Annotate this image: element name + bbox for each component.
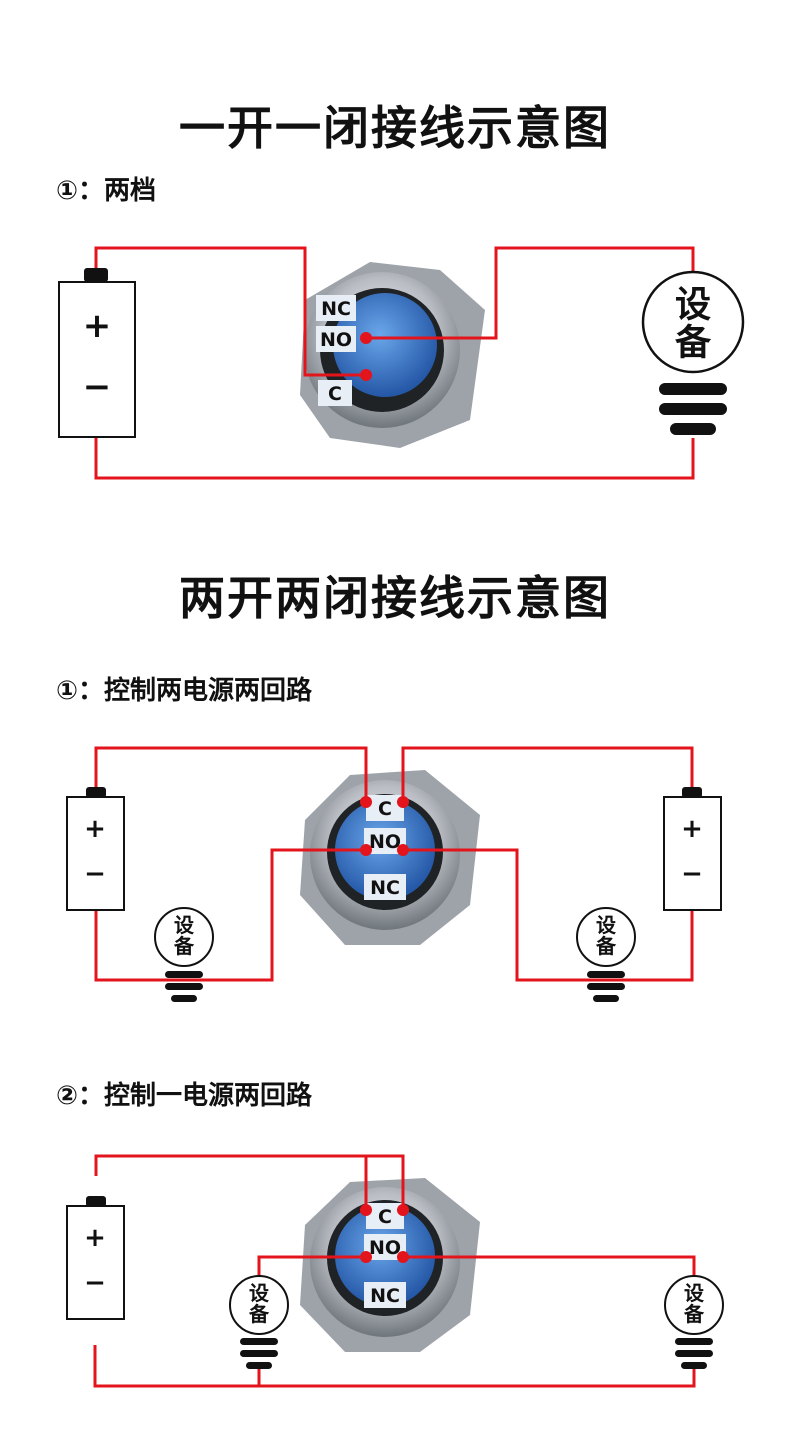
diagram-two-power-two-circuits: C NO NC + − + − 设备: [66, 746, 722, 1002]
device-right-2: 设备: [576, 907, 636, 1002]
wire-no-to-device: [366, 246, 695, 340]
battery-right-2: + −: [663, 787, 722, 911]
device-left-2: 设备: [154, 907, 214, 1002]
junction-c: [360, 369, 372, 381]
svg-text:C: C: [378, 1206, 392, 1228]
svg-text:−: −: [84, 859, 106, 889]
terminal-no-bg: [316, 326, 356, 352]
svg-text:设备: 设备: [595, 913, 617, 958]
svg-text:+: +: [84, 1223, 106, 1253]
battery-3: + −: [66, 1196, 125, 1320]
wire-return: [94, 437, 695, 480]
svg-text:−: −: [681, 859, 703, 889]
terminal-c-label-2: C: [378, 798, 392, 820]
device-label: 设备: [675, 285, 712, 364]
terminal-no-label: NO: [320, 329, 352, 351]
device-lamp: 设备: [641, 270, 745, 435]
wire-battery-plus-to-c: [94, 246, 366, 377]
device-right-3: 设备: [664, 1275, 724, 1369]
svg-text:设备: 设备: [173, 913, 195, 958]
diagram-one-open-one-close: NC NO C + − 设备: [58, 246, 745, 480]
terminal-c-bg: [318, 380, 352, 406]
terminal-c-label: C: [328, 383, 342, 405]
svg-text:NC: NC: [370, 1285, 400, 1307]
battery-minus: −: [83, 367, 112, 407]
subtitle-two-position: ①：两档: [56, 176, 157, 206]
device-left-3: 设备: [229, 1275, 289, 1369]
battery-plus: +: [83, 306, 112, 346]
svg-text:NO: NO: [369, 1237, 401, 1259]
terminal-nc-label: NC: [321, 298, 351, 320]
terminal-nc-bg: [316, 295, 356, 321]
battery-left-2: + −: [66, 787, 125, 911]
svg-text:设备: 设备: [248, 1281, 270, 1326]
svg-text:−: −: [84, 1268, 106, 1298]
diagram-one-power-two-circuits: C NO NC + − 设备 设备: [66, 1154, 724, 1388]
terminal-nc-label-2: NC: [370, 877, 400, 899]
svg-text:+: +: [681, 814, 703, 844]
title-one-open-one-close: 一开一闭接线示意图: [179, 101, 611, 155]
terminal-no-label-2: NO: [369, 831, 401, 853]
junction-no: [360, 332, 372, 344]
battery: + −: [58, 268, 136, 438]
subtitle-two-power-two-circuits: ①：控制两电源两回路: [56, 676, 313, 706]
subtitle-one-power-two-circuits: ②：控制一电源两回路: [56, 1081, 313, 1111]
svg-text:设备: 设备: [683, 1281, 705, 1326]
switch-body: [300, 262, 485, 448]
svg-text:+: +: [84, 814, 106, 844]
title-two-open-two-close: 两开两闭接线示意图: [179, 571, 611, 625]
